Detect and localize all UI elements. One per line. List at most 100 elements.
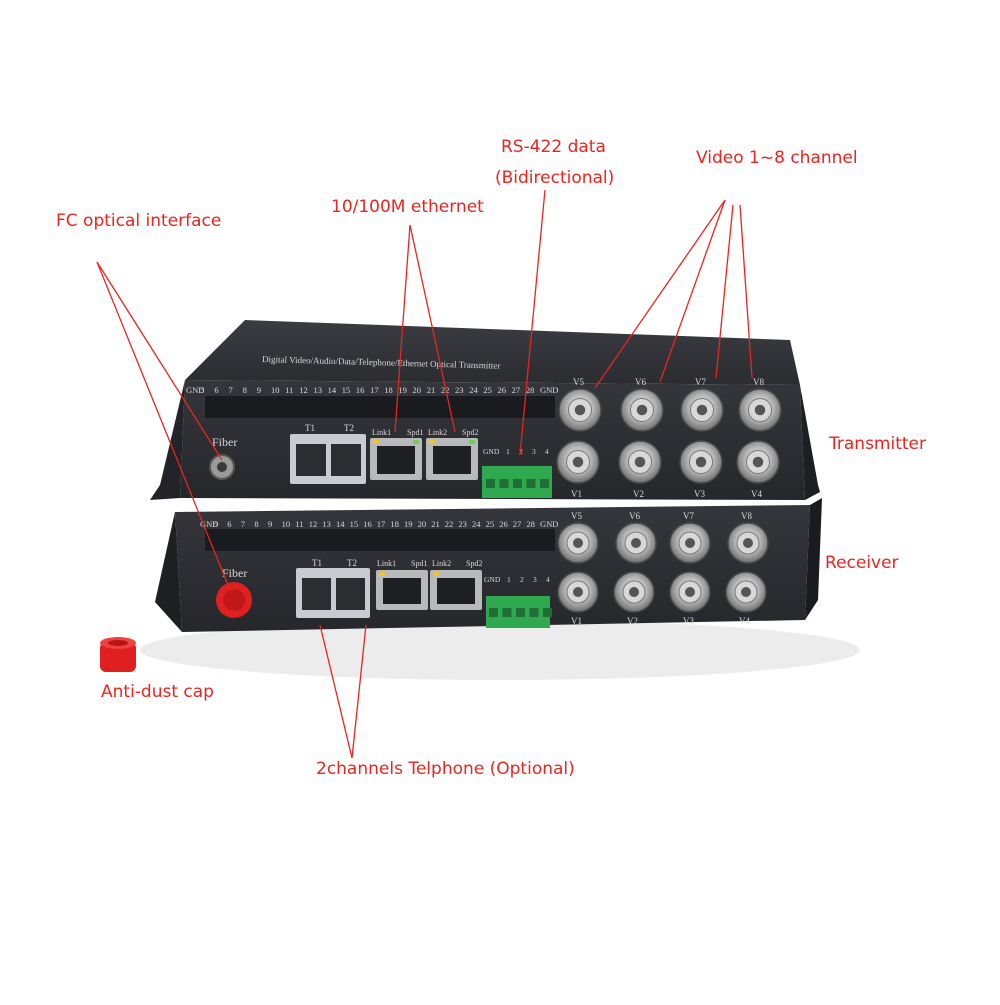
- data-terminal-label: 3: [533, 575, 537, 584]
- bnc-center-pin: [573, 538, 583, 548]
- terminal-number: 19: [404, 519, 413, 529]
- callout-receiver: Receiver: [825, 553, 899, 573]
- fiber-label: Fiber: [212, 435, 237, 449]
- bnc-label: V5: [571, 511, 582, 521]
- bnc-center-pin: [685, 587, 695, 597]
- bnc-center-pin: [574, 404, 586, 416]
- eth-label-link2-receiver: Link2: [432, 559, 451, 568]
- bnc-label: V2: [627, 616, 638, 626]
- terminal-screw: [499, 479, 509, 488]
- terminal-number: 9: [268, 519, 272, 529]
- terminal-number: 11: [285, 385, 293, 395]
- callout-ethernet: 10/100M ethernet: [331, 197, 484, 217]
- terminal-number: 13: [322, 519, 331, 529]
- eth-label-link1-receiver: Link1: [377, 559, 396, 568]
- terminal-number: 5: [200, 385, 204, 395]
- callout-fc-optical: FC optical interface: [56, 211, 222, 231]
- data-terminal-label: 4: [546, 575, 550, 584]
- data-terminal-label: GND: [483, 447, 500, 456]
- data-terminal-label: 2: [519, 447, 523, 456]
- data-terminal-label: GND: [484, 575, 501, 584]
- terminal-number: 20: [413, 385, 422, 395]
- bnc-label: V1: [571, 489, 582, 499]
- bnc-center-pin: [752, 456, 764, 468]
- phone-label-t1-receiver: T1: [312, 558, 322, 568]
- bnc-center-pin: [695, 456, 707, 468]
- bnc-center-pin: [636, 404, 648, 416]
- terminal-number: GND: [186, 385, 204, 395]
- terminal-number: GND: [540, 385, 558, 395]
- bnc-center-pin: [629, 587, 639, 597]
- transmitter-top-lid: [185, 320, 800, 385]
- terminal-number: 17: [377, 519, 386, 529]
- terminal-screw: [516, 608, 525, 617]
- terminal-screw: [502, 608, 512, 617]
- receiver-label-strip: [205, 529, 555, 551]
- rj11-port-t1: [296, 444, 326, 476]
- terminal-number: 12: [309, 519, 318, 529]
- terminal-number: 10: [282, 519, 291, 529]
- bnc-center-pin: [696, 404, 708, 416]
- bnc-center-pin: [685, 538, 695, 548]
- bnc-center-pin: [754, 404, 766, 416]
- terminal-number: 14: [328, 385, 337, 395]
- terminal-number: 24: [472, 519, 481, 529]
- transmitter-label-strip: [205, 396, 555, 418]
- bnc-center-pin: [631, 538, 641, 548]
- data-terminal-label: 2: [520, 575, 524, 584]
- terminal-number: 18: [390, 519, 399, 529]
- eth-label-spd2-receiver: Spd2: [466, 559, 482, 568]
- data-terminal-label: 4: [545, 447, 549, 456]
- terminal-number: 20: [418, 519, 427, 529]
- bnc-center-pin: [741, 587, 751, 597]
- bnc-center-pin: [572, 456, 584, 468]
- terminal-screw: [486, 479, 495, 488]
- bnc-center-pin: [634, 456, 646, 468]
- bnc-label: V6: [629, 511, 640, 521]
- terminal-number: 15: [342, 385, 351, 395]
- bnc-label: V7: [683, 511, 694, 521]
- eth-label-spd1: Spd1: [407, 428, 423, 437]
- terminal-number: 22: [445, 519, 454, 529]
- terminal-number: GND: [540, 519, 558, 529]
- eth-label-link2: Link2: [428, 428, 447, 437]
- terminal-screw: [543, 608, 552, 617]
- terminal-number: 7: [241, 519, 245, 529]
- bnc-label: V4: [739, 616, 750, 626]
- eth-label-spd1-receiver: Spd1: [411, 559, 427, 568]
- phone-label-t1: T1: [305, 423, 315, 433]
- terminal-number: 17: [370, 385, 379, 395]
- callout-leader-lines: [96, 189, 753, 759]
- bnc-label: V3: [694, 489, 705, 499]
- callout-video: Video 1~8 channel: [696, 148, 858, 168]
- bnc-label: V2: [633, 489, 644, 499]
- terminal-number: 28: [526, 385, 535, 395]
- bnc-label: V7: [695, 377, 706, 387]
- terminal-number: 22: [441, 385, 450, 395]
- callout-telephone: 2channels Telphone (Optional): [316, 759, 575, 779]
- terminal-number: 24: [469, 385, 478, 395]
- terminal-number: 26: [499, 519, 508, 529]
- terminal-number: 26: [498, 385, 507, 395]
- eth-label-spd2: Spd2: [462, 428, 478, 437]
- terminal-number: 18: [384, 385, 393, 395]
- data-terminal-label: 1: [506, 447, 510, 456]
- fiber-label-receiver: Fiber: [222, 566, 247, 580]
- terminal-number: 27: [513, 519, 522, 529]
- bnc-label: V1: [571, 616, 582, 626]
- data-terminal-label: 1: [507, 575, 511, 584]
- terminal-number: 8: [243, 385, 247, 395]
- callout-anti-dust-cap: Anti-dust cap: [101, 682, 214, 702]
- callout-transmitter: Transmitter: [829, 434, 926, 454]
- terminal-number: 13: [313, 385, 322, 395]
- callout-rs422-sub: (Bidirectional): [495, 168, 615, 188]
- terminal-number: 23: [458, 519, 467, 529]
- terminal-number: 27: [512, 385, 521, 395]
- bnc-label: V3: [683, 616, 694, 626]
- bnc-center-pin: [573, 587, 583, 597]
